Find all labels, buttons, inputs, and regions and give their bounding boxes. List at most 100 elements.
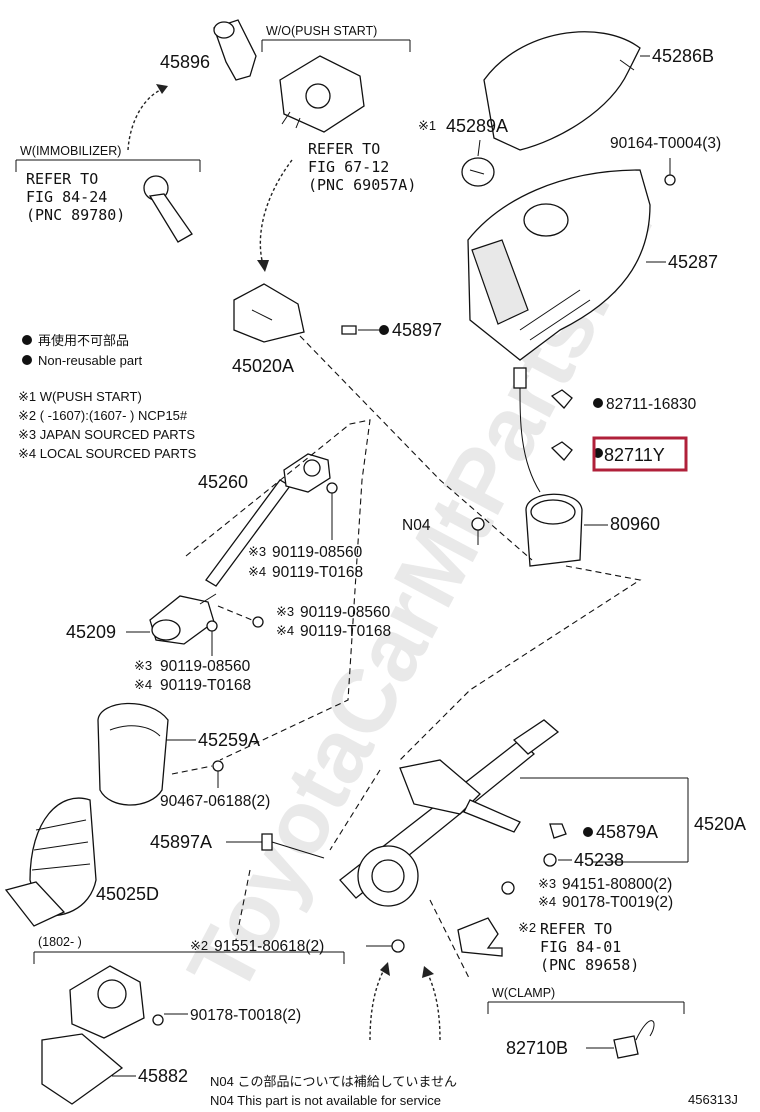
arrow-ignition	[259, 159, 293, 269]
sensor-80960-drawing	[513, 367, 583, 567]
ref-67-line2[interactable]: FIG 67-12	[308, 158, 389, 176]
label-82711-16830[interactable]: 82711-16830	[606, 396, 697, 413]
ref-84-01-line1[interactable]: REFER TO	[540, 920, 612, 938]
label-82711Y[interactable]: 82711Y	[604, 445, 665, 465]
shaft-45260-drawing	[205, 453, 331, 587]
screw-90178-T0018	[152, 1013, 188, 1026]
label-45897[interactable]: 45897	[392, 320, 442, 340]
bracket-drawing	[457, 917, 503, 957]
label-94151[interactable]: 94151-80800(2)	[562, 876, 672, 893]
ref-84-01-line3[interactable]: (PNC 89658)	[540, 956, 639, 974]
label-N04[interactable]: N04	[402, 517, 431, 534]
ignition-switch-drawing	[279, 55, 365, 133]
boot-45259A-drawing	[97, 702, 169, 806]
upper-column-cover-drawing	[483, 31, 641, 151]
dash-shaft-box	[185, 419, 371, 761]
label-90178-T0018[interactable]: 90178-T0018(2)	[190, 1007, 301, 1024]
label-90119-T0168-c[interactable]: 90119-T0168	[160, 677, 251, 694]
mark4-c: ※4	[134, 677, 152, 692]
label-90178-T0019[interactable]: 90178-T0019(2)	[562, 894, 673, 911]
label-90467[interactable]: 90467-06188(2)	[160, 793, 270, 810]
ref-67-line3[interactable]: (PNC 69057A)	[308, 176, 416, 194]
nut-45238	[543, 853, 557, 867]
label-90164[interactable]: 90164-T0004(3)	[610, 135, 721, 152]
label-45896[interactable]: 45896	[160, 52, 210, 72]
arrow-lower-right	[425, 969, 441, 1041]
label-45882[interactable]: 45882	[138, 1066, 188, 1086]
part-45020A-drawing	[233, 283, 305, 343]
mark3-a: ※3	[248, 544, 266, 559]
label-45286B[interactable]: 45286B	[652, 46, 714, 66]
legend-dot-en	[22, 355, 32, 365]
bolt-45897A	[226, 833, 325, 859]
lower-column-cover-drawing	[467, 169, 651, 361]
ref-84-24-line3[interactable]: (PNC 89780)	[26, 206, 125, 224]
figure-id: 456313J	[688, 1092, 738, 1107]
legend-text-en: Non-reusable part	[38, 353, 142, 368]
mark4-a: ※4	[248, 564, 266, 579]
label-90119-08560-c[interactable]: 90119-08560	[160, 658, 251, 675]
screw-90164	[664, 158, 676, 186]
label-45897A[interactable]: 45897A	[150, 832, 212, 852]
label-90119-T0168-b[interactable]: 90119-T0168	[300, 623, 391, 640]
clamp-82710B-drawing	[586, 1020, 655, 1059]
part-45882-drawing	[41, 965, 145, 1105]
label-45020A[interactable]: 45020A	[232, 356, 294, 376]
clip-90467	[171, 760, 224, 788]
nut-45879A	[549, 823, 593, 839]
part-45896-drawing	[213, 19, 257, 81]
label-45289A[interactable]: 45289A	[446, 116, 508, 136]
note-3: ※3 JAPAN SOURCED PARTS	[18, 427, 195, 442]
bolt-90119-c	[206, 620, 218, 656]
legend-text-jp: 再使用不可部品	[38, 333, 129, 348]
immobilizer-amplifier-drawing	[143, 175, 193, 243]
label-45287[interactable]: 45287	[668, 252, 718, 272]
n04-note-en: N04 This part is not available for servi…	[210, 1093, 441, 1108]
label-45260[interactable]: 45260	[198, 472, 248, 492]
label-80960[interactable]: 80960	[610, 514, 660, 534]
bolt-90119-b	[217, 605, 264, 628]
note-4: ※4 LOCAL SOURCED PARTS	[18, 446, 197, 461]
label-45209[interactable]: 45209	[66, 622, 116, 642]
note-1: ※1 W(PUSH START)	[18, 389, 142, 404]
label-90119-08560-a[interactable]: 90119-08560	[272, 544, 363, 561]
mark1-45289A: ※1	[418, 118, 436, 133]
label-4520A[interactable]: 4520A	[694, 814, 746, 834]
legend-dot-jp	[22, 335, 32, 345]
mark4-d: ※4	[538, 894, 556, 909]
ref-84-01-line2[interactable]: FIG 84-01	[540, 938, 621, 956]
header-wo-push-start: W/O(PUSH START)	[266, 24, 377, 38]
bolt-90119-a	[326, 482, 338, 540]
header-w-clamp: W(CLAMP)	[492, 986, 555, 1000]
joint-45209-drawing	[149, 593, 217, 645]
note-2: ※2 ( -1607):(1607- ) NCP15#	[18, 408, 188, 423]
label-45259A[interactable]: 45259A	[198, 730, 260, 750]
arrow-lower-left	[369, 965, 387, 1041]
label-91551[interactable]: 91551-80618(2)	[214, 938, 324, 955]
bolt-N04	[471, 517, 485, 545]
bolt-91551	[366, 939, 405, 953]
label-90119-T0168-a[interactable]: 90119-T0168	[272, 564, 363, 581]
label-45025D[interactable]: 45025D	[96, 884, 159, 904]
label-90119-08560-b[interactable]: 90119-08560	[300, 604, 391, 621]
mark3-c: ※3	[134, 658, 152, 673]
label-45879A[interactable]: 45879A	[596, 822, 658, 842]
mark2-ref: ※2	[518, 920, 536, 935]
ref-84-24-line1[interactable]: REFER TO	[26, 170, 98, 188]
ref-84-24-line2[interactable]: FIG 84-24	[26, 188, 107, 206]
clip-82711-16830	[550, 389, 603, 409]
clip-82711Y	[550, 441, 603, 461]
highlight-box-82711Y	[592, 436, 688, 472]
ref-67-line1[interactable]: REFER TO	[308, 140, 380, 158]
arrowhead-45896	[156, 84, 168, 94]
header-1802: (1802- )	[38, 935, 82, 949]
mark4-b: ※4	[276, 623, 294, 638]
mark3-b: ※3	[276, 604, 294, 619]
label-45238[interactable]: 45238	[574, 850, 624, 870]
cover-cap-drawing	[461, 157, 495, 187]
mark2-91551: ※2	[190, 938, 208, 953]
boot-45025D-drawing	[4, 797, 97, 927]
mark3-d: ※3	[538, 876, 556, 891]
label-82710B[interactable]: 82710B	[506, 1038, 568, 1058]
